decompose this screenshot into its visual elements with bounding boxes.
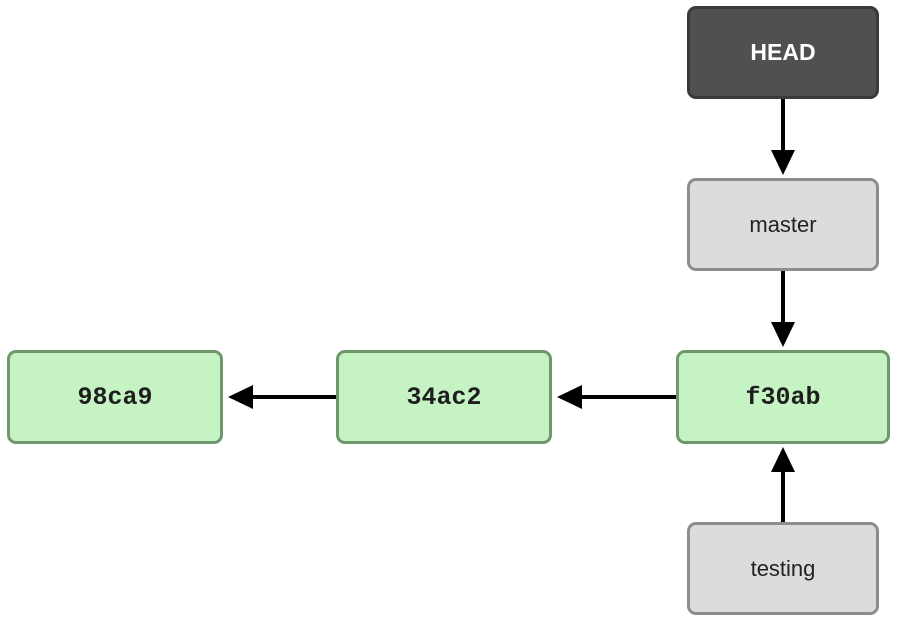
arrow-head-to-master	[771, 98, 795, 175]
branch-testing-label: testing	[750, 555, 816, 581]
branch-master-label: master	[749, 211, 817, 237]
arrow-f30ab-to-34ac2	[557, 385, 676, 409]
branch-testing: testing	[687, 522, 879, 615]
commit-f30ab-label: f30ab	[745, 382, 821, 412]
arrow-testing-to-f30ab	[771, 447, 795, 522]
head-pointer: HEAD	[687, 6, 879, 99]
commit-34ac2: 34ac2	[336, 350, 552, 444]
arrow-34ac2-to-98ca9	[228, 385, 336, 409]
commit-f30ab: f30ab	[676, 350, 890, 444]
commit-34ac2-label: 34ac2	[406, 382, 482, 412]
commit-98ca9-label: 98ca9	[77, 382, 153, 412]
branch-master: master	[687, 178, 879, 271]
head-label: HEAD	[750, 39, 816, 65]
commit-98ca9: 98ca9	[7, 350, 223, 444]
arrow-master-to-f30ab	[771, 271, 795, 347]
